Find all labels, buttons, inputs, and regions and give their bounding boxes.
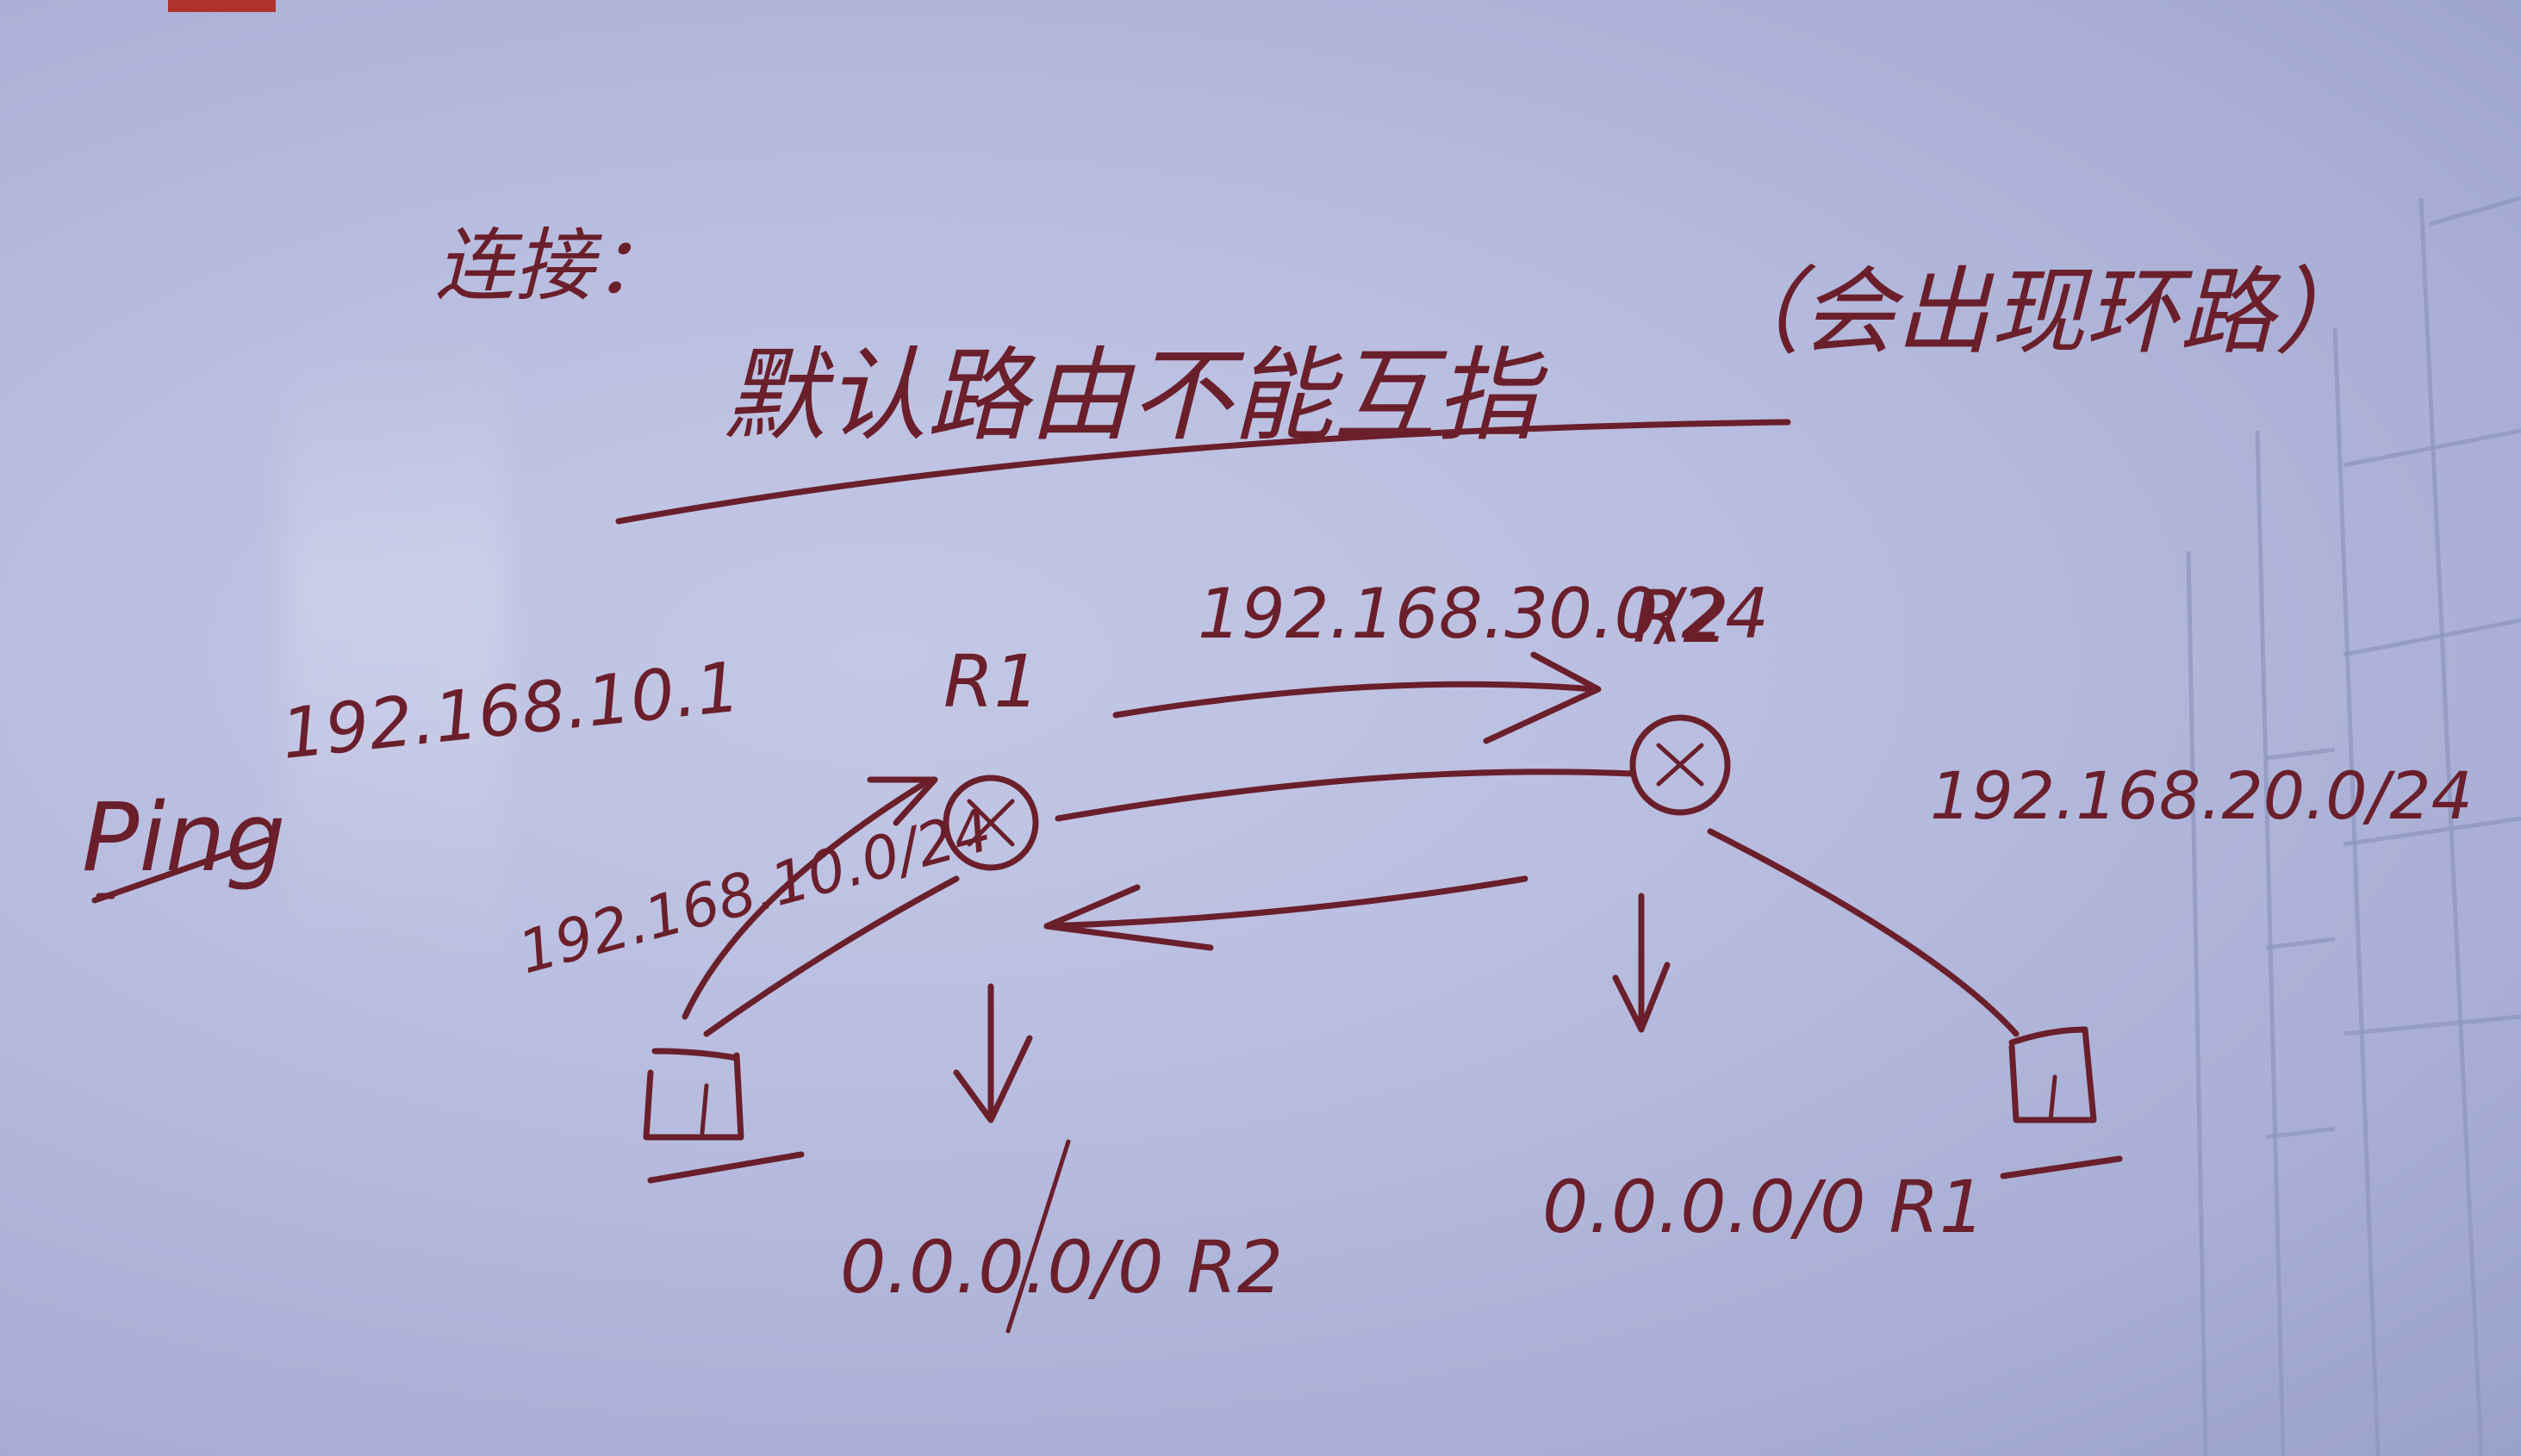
slash-r1-route bbox=[1005, 1139, 1071, 1334]
router-r1 bbox=[943, 775, 1039, 871]
router-r1-label: R1 bbox=[943, 639, 1040, 724]
arrow-r2-default bbox=[1612, 893, 1671, 1033]
arrow-r1-to-r2 bbox=[1112, 651, 1602, 744]
router-r2-label: R2 bbox=[1633, 575, 1729, 659]
heading-text: 连接： bbox=[435, 220, 673, 312]
background-building-sketch bbox=[2186, 196, 2521, 1456]
ping-underline bbox=[91, 837, 271, 904]
pc-right-icon bbox=[2000, 1026, 2123, 1179]
arrow-r2-to-r1 bbox=[1043, 875, 1528, 951]
r1-default-route: 0.0.0.0/0 R2 bbox=[840, 1225, 1283, 1310]
ping-label: Ping bbox=[82, 782, 285, 893]
title-note-text: （会出现环路） bbox=[1706, 257, 2369, 367]
arrow-pc-to-r1 bbox=[682, 776, 938, 1020]
red-corner-block bbox=[168, 0, 276, 12]
router-r2 bbox=[1629, 714, 1731, 816]
ping-target-label: 192.168.10.1 bbox=[277, 647, 744, 775]
title-text: 默认路由不能互指 bbox=[724, 336, 1548, 455]
pc-left-icon bbox=[643, 1048, 805, 1184]
light-glare bbox=[284, 327, 508, 982]
link-r1-r2 bbox=[1055, 768, 1636, 822]
r2-lan-label: 192.168.20.0/24 bbox=[1930, 757, 2473, 834]
link-r1-r2-label: 192.168.30.0/24 bbox=[1198, 574, 1769, 654]
link-r2-pc-right bbox=[1707, 828, 2020, 1037]
r1-lan-label: 192.168.10.0/24 bbox=[512, 796, 999, 987]
arrow-r1-default bbox=[953, 983, 1033, 1123]
link-pc-left-r1 bbox=[703, 875, 960, 1037]
r2-default-route: 0.0.0.0/0 R1 bbox=[1542, 1165, 1985, 1249]
title-underline bbox=[615, 419, 1791, 525]
